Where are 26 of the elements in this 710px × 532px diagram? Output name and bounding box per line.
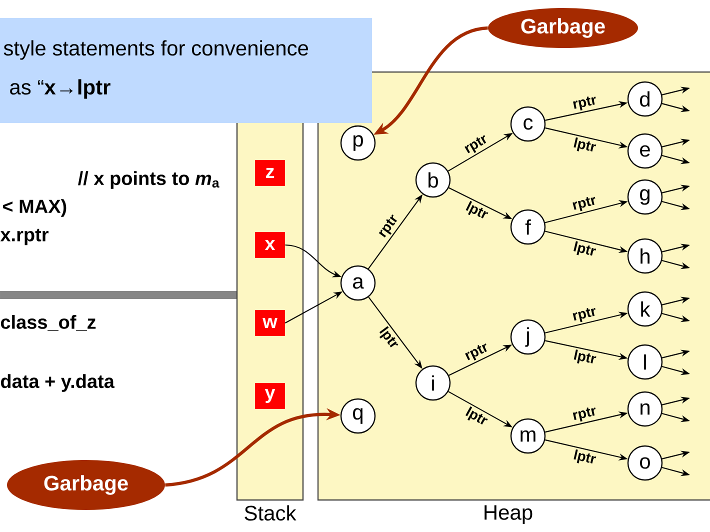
- edge-label: lptr: [379, 326, 398, 348]
- variable-box: z: [255, 160, 285, 186]
- edge-label: rptr: [464, 135, 486, 154]
- edge-label: lptr: [574, 137, 596, 152]
- edge-label: rptr: [572, 196, 596, 212]
- code-line: data + y.data: [1, 374, 115, 392]
- variable-box: x: [255, 232, 285, 258]
- node-label: Heap: [484, 505, 532, 524]
- edge-label: rptr: [572, 308, 596, 322]
- callout-box: style statements for convenience as “x→lptr: [0, 18, 372, 123]
- code-line: class_of_z: [0, 314, 96, 332]
- code-line: < MAX): [3, 199, 66, 217]
- edge-label: lptr: [574, 449, 596, 464]
- edge-label: lptr: [574, 241, 596, 256]
- code-line: x.rptr: [0, 228, 48, 246]
- variable-box: w: [255, 310, 285, 336]
- edge-label: lptr: [466, 406, 488, 425]
- edge-label: rptr: [572, 408, 596, 422]
- code-line: // x points to m$_{a}$: [78, 171, 220, 189]
- edge-label: rptr: [465, 344, 487, 360]
- edge-label: rptr: [573, 96, 596, 111]
- edge-label: rptr: [378, 214, 397, 238]
- node-label: Stack: [244, 505, 296, 521]
- variable-box: y: [255, 383, 285, 409]
- edge-label: lptr: [466, 200, 488, 218]
- edge-label: lptr: [574, 349, 596, 364]
